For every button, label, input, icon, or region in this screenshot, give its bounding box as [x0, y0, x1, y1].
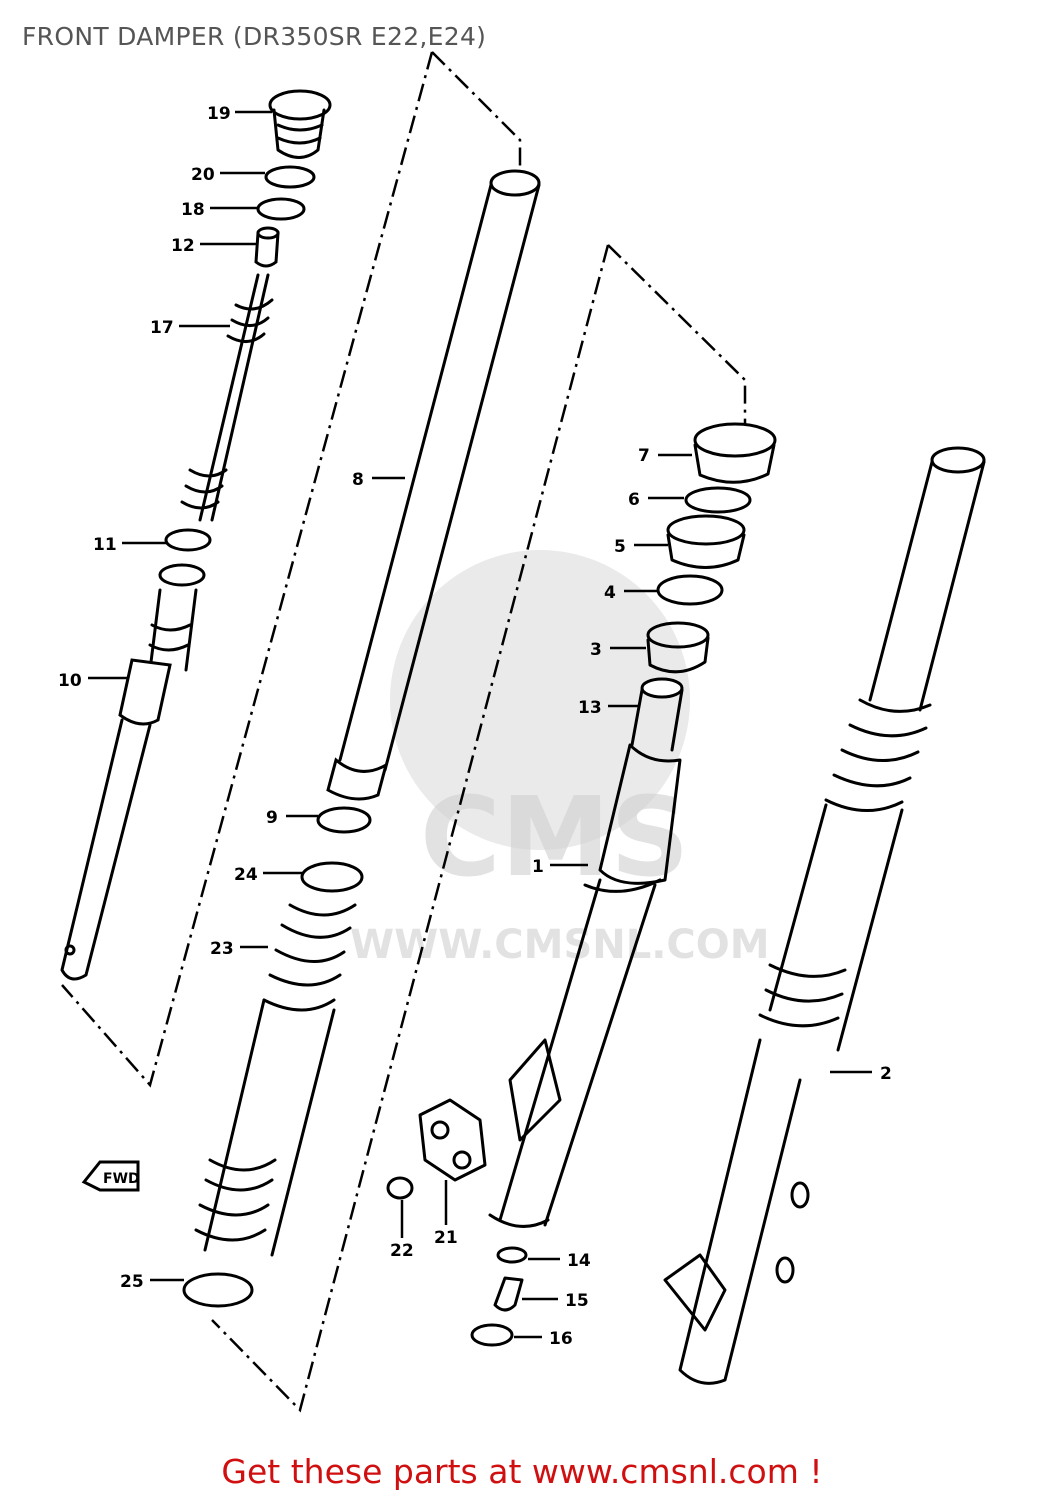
svg-text:2: 2 — [880, 1064, 892, 1084]
part-1-outer-tube-left — [488, 743, 682, 1228]
svg-text:1: 1 — [532, 857, 544, 877]
part-9-bushing — [316, 806, 372, 834]
part-3-guide-bushing — [646, 621, 710, 674]
callout-16: 16 — [514, 1329, 573, 1349]
part-16-washer — [470, 1323, 514, 1347]
callout-4: 4 — [604, 583, 658, 603]
svg-text:8: 8 — [352, 470, 364, 490]
callout-labels: 19 20 18 12 17 8 11 10 7 6 5 4 3 13 9 1 … — [58, 104, 892, 1349]
exploded-parts-diagram: CMS WWW.CMSNL.COM — [58, 51, 986, 1413]
assembly-guide-lines — [61, 51, 747, 1413]
part-6-circlip — [684, 486, 752, 514]
part-7-dust-seal — [693, 422, 777, 484]
watermark-brand: CMS — [420, 773, 689, 901]
svg-text:16: 16 — [549, 1329, 573, 1349]
callout-3: 3 — [590, 640, 646, 660]
part-21-axle-holder — [418, 1098, 487, 1182]
svg-text:25: 25 — [120, 1272, 144, 1292]
part-23-fork-boot — [194, 903, 357, 1257]
callout-11: 11 — [93, 535, 168, 555]
svg-text:18: 18 — [181, 200, 205, 220]
svg-text:3: 3 — [590, 640, 602, 660]
svg-text:24: 24 — [234, 865, 258, 885]
svg-text:4: 4 — [604, 583, 616, 603]
svg-text:19: 19 — [207, 104, 231, 124]
svg-text:9: 9 — [266, 808, 278, 828]
callout-6: 6 — [628, 490, 684, 510]
callout-21: 21 — [434, 1180, 458, 1248]
part-12-spacer — [254, 226, 280, 268]
footer-promo-link-container: Get these parts at www.cmsnl.com ! — [0, 1452, 1044, 1491]
callout-23: 23 — [210, 939, 268, 959]
part-5-oil-seal — [666, 514, 746, 569]
part-4-washer — [656, 574, 724, 606]
callout-10: 10 — [58, 671, 128, 691]
callout-14: 14 — [528, 1251, 591, 1271]
callout-13: 13 — [578, 698, 640, 718]
part-10-damper-rod — [60, 273, 274, 981]
callout-20: 20 — [191, 165, 265, 185]
part-15-drain-bolt — [493, 1276, 524, 1312]
svg-text:22: 22 — [390, 1241, 414, 1261]
svg-text:21: 21 — [434, 1228, 458, 1248]
part-24-clamp — [300, 861, 364, 893]
callout-2: 2 — [830, 1064, 892, 1084]
watermark-url: WWW.CMSNL.COM — [350, 922, 770, 968]
callout-15: 15 — [522, 1291, 589, 1311]
svg-text:14: 14 — [567, 1251, 591, 1271]
callout-8: 8 — [352, 470, 405, 490]
callout-22: 22 — [390, 1200, 414, 1261]
svg-text:13: 13 — [578, 698, 602, 718]
part-22-nut — [386, 1176, 414, 1200]
callout-18: 18 — [181, 200, 257, 220]
watermark-logo: CMS WWW.CMSNL.COM — [350, 550, 770, 968]
forward-badge-label: FWD — [103, 1171, 140, 1187]
footer-promo-link[interactable]: Get these parts at www.cmsnl.com ! — [221, 1452, 823, 1491]
forward-direction-badge: FWD — [81, 1160, 140, 1192]
svg-text:6: 6 — [628, 490, 640, 510]
callout-25: 25 — [120, 1272, 184, 1292]
callout-19: 19 — [207, 104, 272, 124]
svg-text:11: 11 — [93, 535, 117, 555]
svg-text:23: 23 — [210, 939, 234, 959]
part-8-inner-tube — [326, 169, 541, 801]
callout-9: 9 — [266, 808, 318, 828]
part-13-slide-bushing — [630, 677, 684, 752]
callout-17: 17 — [150, 318, 230, 338]
callout-12: 12 — [171, 236, 256, 256]
svg-text:20: 20 — [191, 165, 215, 185]
part-25-clamp — [182, 1272, 254, 1308]
part-2-outer-tube-right — [663, 446, 986, 1385]
svg-text:15: 15 — [565, 1291, 589, 1311]
callout-5: 5 — [614, 537, 668, 557]
svg-text:12: 12 — [171, 236, 195, 256]
svg-text:17: 17 — [150, 318, 174, 338]
part-14-gasket — [496, 1246, 528, 1264]
svg-text:10: 10 — [58, 671, 82, 691]
svg-text:5: 5 — [614, 537, 626, 557]
part-20-o-ring — [264, 165, 316, 189]
diagram-title: FRONT DAMPER (DR350SR E22,E24) — [22, 22, 487, 51]
callout-1: 1 — [532, 857, 588, 877]
callout-7: 7 — [638, 446, 692, 466]
part-18-washer — [256, 197, 306, 221]
svg-text:7: 7 — [638, 446, 650, 466]
part-19-cap-bolt — [268, 89, 332, 159]
callout-24: 24 — [234, 865, 302, 885]
